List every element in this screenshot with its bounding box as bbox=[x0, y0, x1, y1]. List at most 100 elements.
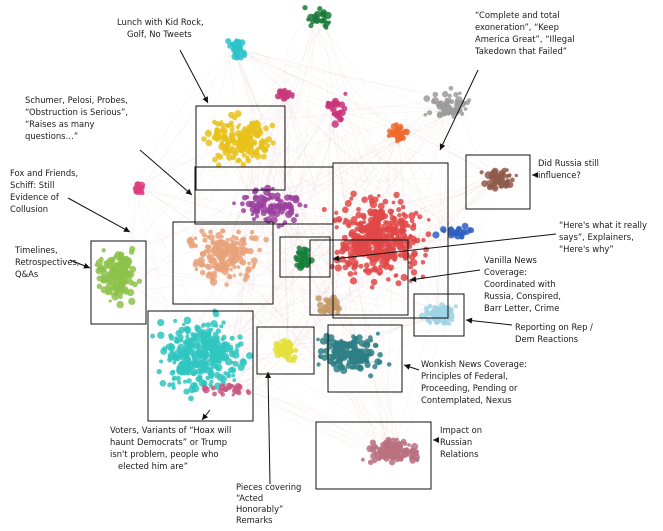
node-red bbox=[334, 225, 339, 230]
node-grey bbox=[460, 111, 465, 116]
arrow-russia bbox=[532, 172, 538, 178]
node-teal bbox=[235, 343, 241, 349]
box-impact bbox=[315, 421, 432, 490]
node-darkteal bbox=[333, 361, 338, 366]
node-lime bbox=[113, 273, 118, 278]
node-peach bbox=[218, 249, 225, 257]
edge bbox=[222, 93, 346, 395]
node-lime bbox=[129, 249, 135, 255]
node-red bbox=[369, 285, 375, 290]
node-red bbox=[375, 212, 379, 216]
node-purple bbox=[282, 206, 286, 210]
edge bbox=[272, 174, 510, 190]
edge bbox=[126, 281, 383, 456]
node-red bbox=[361, 215, 367, 221]
node-teal bbox=[179, 338, 184, 343]
node-purple bbox=[287, 194, 293, 199]
edge bbox=[192, 46, 235, 246]
node-peach bbox=[236, 265, 241, 269]
node-red bbox=[397, 213, 402, 218]
edge bbox=[322, 20, 442, 312]
node-mauve bbox=[399, 457, 404, 462]
node-brown bbox=[486, 180, 492, 186]
node-red bbox=[411, 222, 417, 228]
node-peach bbox=[236, 229, 242, 235]
node-red bbox=[389, 215, 396, 221]
edge bbox=[235, 47, 346, 95]
node-peach bbox=[212, 245, 217, 249]
node-lime bbox=[112, 265, 120, 273]
node-red bbox=[369, 236, 376, 243]
node-teal bbox=[173, 338, 179, 344]
node-red bbox=[395, 280, 402, 287]
node-lime bbox=[106, 263, 111, 267]
node-mauve bbox=[394, 447, 401, 454]
node-magenta bbox=[334, 112, 341, 119]
node-schumer bbox=[245, 155, 250, 161]
node-grey bbox=[432, 91, 439, 98]
label-exon: “Complete and total exoneration”, “Keep … bbox=[474, 10, 577, 56]
edge bbox=[336, 306, 431, 324]
box-schumer bbox=[195, 105, 286, 191]
node-purple bbox=[260, 187, 265, 192]
node-teal bbox=[159, 359, 164, 364]
node-schumer bbox=[215, 137, 220, 142]
node-peach bbox=[199, 228, 205, 234]
node-teal bbox=[210, 350, 218, 358]
node-peach bbox=[236, 241, 241, 246]
node-schumer bbox=[228, 111, 235, 119]
node-teal bbox=[203, 333, 207, 337]
edge bbox=[271, 213, 441, 319]
node-red bbox=[368, 210, 374, 217]
node-teal bbox=[210, 320, 218, 328]
edge bbox=[236, 53, 304, 259]
arrow-impact bbox=[433, 437, 439, 443]
node-peach bbox=[187, 236, 194, 244]
node-schumer bbox=[229, 127, 235, 133]
node-teal bbox=[156, 368, 162, 375]
node-teal bbox=[201, 322, 206, 327]
node-red bbox=[402, 213, 409, 219]
node-teal bbox=[229, 335, 235, 341]
node-lightblue bbox=[428, 320, 433, 325]
node-schumer bbox=[241, 128, 246, 133]
node-darkteal bbox=[357, 364, 364, 371]
node-lightblue bbox=[453, 304, 458, 309]
edge bbox=[382, 111, 445, 456]
node-peach bbox=[263, 236, 269, 243]
node-teal bbox=[202, 356, 207, 361]
node-mauve bbox=[380, 442, 386, 448]
node-tan bbox=[315, 295, 322, 302]
node-red bbox=[370, 278, 378, 286]
edge bbox=[256, 137, 404, 212]
node-teal bbox=[192, 382, 198, 387]
node-teal bbox=[223, 371, 228, 376]
edge bbox=[393, 232, 459, 447]
node-orange bbox=[402, 129, 409, 135]
node-red bbox=[390, 225, 397, 232]
edge bbox=[327, 103, 333, 301]
node-schumer bbox=[261, 153, 267, 160]
edge bbox=[136, 188, 333, 363]
arrow-voters bbox=[201, 409, 211, 421]
edge bbox=[325, 232, 459, 307]
arrow-exon bbox=[439, 69, 479, 151]
node-teal bbox=[173, 318, 178, 323]
edge bbox=[234, 101, 336, 254]
node-blue bbox=[440, 226, 447, 233]
node-teal bbox=[226, 374, 231, 379]
node-teal bbox=[189, 368, 198, 377]
node-peach bbox=[232, 274, 236, 278]
node-schumer bbox=[269, 122, 276, 129]
node-teal bbox=[199, 359, 205, 365]
node-schumer bbox=[236, 139, 242, 145]
node-yellow bbox=[278, 343, 285, 350]
node-peach bbox=[229, 262, 234, 267]
node-peach bbox=[250, 257, 258, 265]
node-red bbox=[417, 214, 423, 220]
node-teal bbox=[230, 367, 237, 374]
node-teal bbox=[183, 325, 191, 333]
node-blue bbox=[460, 228, 468, 236]
node-rose bbox=[290, 94, 295, 99]
node-lime bbox=[117, 251, 125, 258]
